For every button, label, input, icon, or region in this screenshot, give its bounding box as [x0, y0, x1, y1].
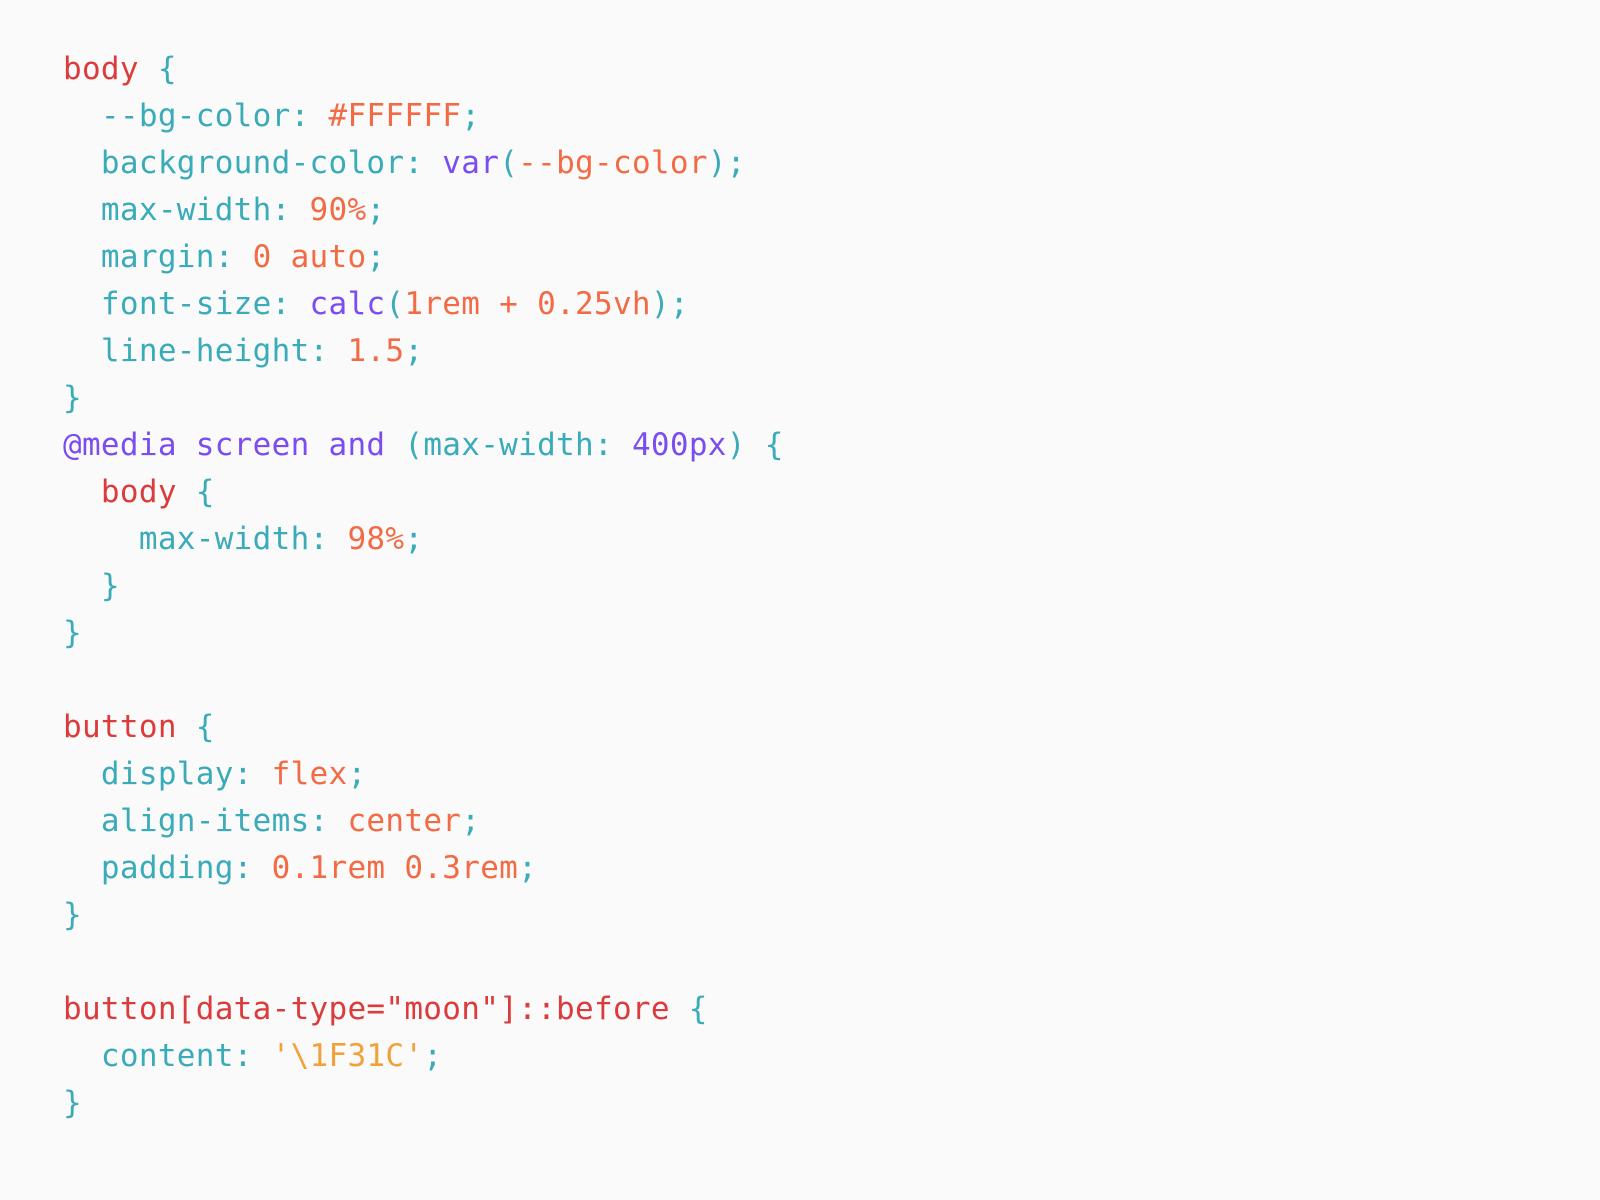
code-line: button[data-type="moon"]::before { [63, 986, 784, 1033]
code-token-pun: } [63, 897, 82, 933]
code-line: max-width: 90%; [63, 187, 784, 234]
code-line: margin: 0 auto; [63, 234, 784, 281]
code-token-pun: ); [707, 145, 746, 181]
code-line: align-items: center; [63, 798, 784, 845]
code-token-pun: { [176, 474, 215, 510]
code-token-num: center [347, 803, 462, 839]
code-line [63, 657, 784, 704]
code-token-pun: ); [650, 286, 689, 322]
code-line: max-width: 98%; [63, 516, 784, 563]
code-line: background-color: var(--bg-color); [63, 140, 784, 187]
code-token-prop: line-height: [63, 333, 348, 369]
code-line: font-size: calc(1rem + 0.25vh); [63, 281, 784, 328]
code-line: } [63, 375, 784, 422]
code-token-pun: } [63, 380, 82, 416]
code-line: content: '\1F31C'; [63, 1033, 784, 1080]
code-line: } [63, 1080, 784, 1127]
code-token-num: #FFFFFF [328, 98, 462, 134]
code-token-num: --bg-color [518, 145, 708, 181]
code-line [63, 939, 784, 986]
code-token-prop: --bg-color: [63, 98, 329, 134]
code-line: body { [63, 469, 784, 516]
code-token-num: 1.5 [347, 333, 405, 369]
code-line: } [63, 892, 784, 939]
code-token-num: flex [271, 756, 348, 792]
code-token-pun: } [63, 1085, 82, 1121]
code-token-sel: button[data-type="moon"]::before [63, 991, 670, 1027]
code-token-prop: padding: [63, 850, 272, 886]
code-line: --bg-color: #FFFFFF; [63, 93, 784, 140]
code-line: button { [63, 704, 784, 751]
code-token-prop: content: [63, 1038, 272, 1074]
code-token-pun: (max-width: [404, 427, 632, 463]
code-token-pun: ( [499, 145, 519, 181]
code-token-pun: { [669, 991, 708, 1027]
code-token-pun: } [63, 615, 82, 651]
code-token-prop: display: [63, 756, 272, 792]
code-token-prop: background-color: [63, 145, 443, 181]
code-token-pun: ; [423, 1038, 443, 1074]
code-token-num: 98% [347, 521, 405, 557]
code-token-prop: font-size: [63, 286, 310, 322]
code-token-str: '\1F31C' [271, 1038, 424, 1074]
code-token-fn: calc [309, 286, 386, 322]
code-token-fn: 400px [631, 427, 727, 463]
code-token-prop: margin: [63, 239, 253, 275]
code-line: padding: 0.1rem 0.3rem; [63, 845, 784, 892]
code-token-sel: body [63, 474, 177, 510]
code-token-sel: body [63, 51, 139, 87]
code-token-pun: ; [518, 850, 538, 886]
code-token-pun: ; [404, 521, 424, 557]
code-line: } [63, 610, 784, 657]
code-token-fn: var [442, 145, 500, 181]
code-token-pun: ; [461, 803, 481, 839]
code-line: display: flex; [63, 751, 784, 798]
code-token-pun: } [63, 568, 120, 604]
code-token-pun: ( [385, 286, 405, 322]
code-line: line-height: 1.5; [63, 328, 784, 375]
code-token-pun: ; [461, 98, 481, 134]
code-token-num: 0 auto [252, 239, 367, 275]
code-token-fn: @media screen and [63, 427, 405, 463]
code-line: @media screen and (max-width: 400px) { [63, 422, 784, 469]
code-token-num: 1rem + 0.25vh [404, 286, 651, 322]
code-token-pun: ) { [726, 427, 784, 463]
code-token-sel: button [63, 709, 177, 745]
code-token-pun: ; [366, 239, 386, 275]
code-token-pun: ; [404, 333, 424, 369]
code-line: body { [63, 46, 784, 93]
code-token-pun: { [138, 51, 177, 87]
code-token-pun: ; [347, 756, 367, 792]
code-token-pun: { [176, 709, 215, 745]
code-token-prop: align-items: [63, 803, 348, 839]
code-token-num: 0.1rem 0.3rem [271, 850, 519, 886]
code-token-pun: ; [366, 192, 386, 228]
code-token-prop: max-width: [63, 521, 348, 557]
code-block: body { --bg-color: #FFFFFF; background-c… [63, 46, 784, 1127]
code-token-prop: max-width: [63, 192, 310, 228]
code-token-num: 90% [309, 192, 367, 228]
code-line: } [63, 563, 784, 610]
